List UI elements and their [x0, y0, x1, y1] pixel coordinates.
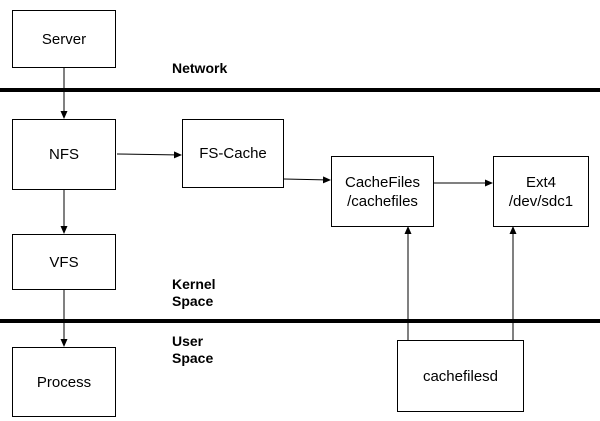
nfs-node: NFS [12, 119, 116, 190]
cachefiles-node: CacheFiles /cachefiles [331, 156, 434, 227]
ext4-node: Ext4 /dev/sdc1 [493, 156, 589, 227]
network-label: Network [172, 60, 228, 76]
arrow-fscache-to-cachefiles [283, 176, 331, 184]
cachefilesd-node: cachefilesd [397, 340, 524, 412]
vfs-node: VFS [12, 234, 116, 290]
process-node: Process [12, 347, 116, 417]
user-space-label: User Space [172, 333, 214, 366]
arrow-nfs-to-fscache [116, 151, 182, 159]
fscache-node: FS-Cache [182, 119, 284, 188]
kernel-space-label: Kernel Space [172, 276, 216, 309]
server-node: Server [12, 10, 116, 68]
